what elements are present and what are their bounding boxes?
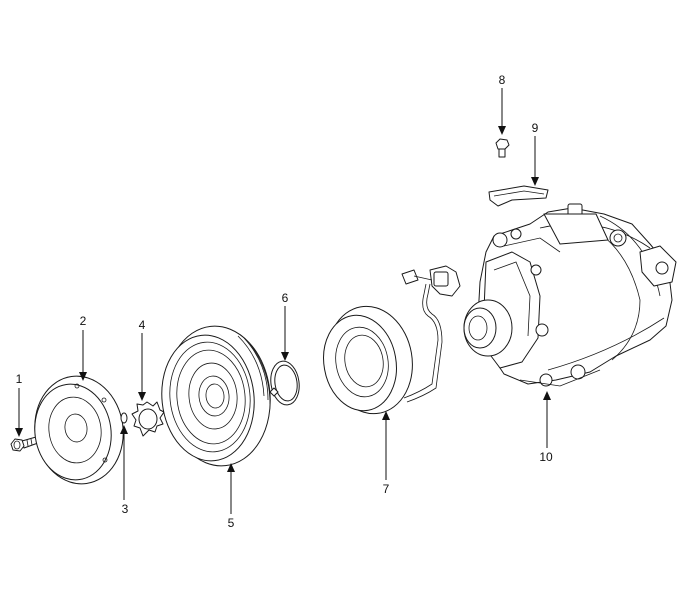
callout-8: 8 [499, 73, 506, 87]
callout-9: 9 [532, 121, 539, 135]
part-bolt [10, 436, 39, 452]
callout-4: 4 [139, 318, 146, 332]
leader-lines [15, 88, 551, 514]
part-compressor [463, 203, 677, 387]
part-bracket-plate [488, 185, 549, 207]
callout-3: 3 [122, 502, 129, 516]
callout-10: 10 [539, 450, 553, 464]
part-clutch-front-plate [34, 375, 124, 485]
part-field-coil [323, 265, 461, 415]
callout-2: 2 [80, 314, 87, 328]
callout-7: 7 [383, 482, 390, 496]
part-shim [120, 412, 128, 424]
part-retaining-ring [269, 360, 300, 406]
callout-6: 6 [282, 291, 289, 305]
callout-5: 5 [228, 516, 235, 530]
part-pulley [161, 325, 271, 467]
callout-1: 1 [16, 372, 23, 386]
part-small-bolt [495, 138, 510, 158]
part-snap-ring [131, 401, 165, 437]
